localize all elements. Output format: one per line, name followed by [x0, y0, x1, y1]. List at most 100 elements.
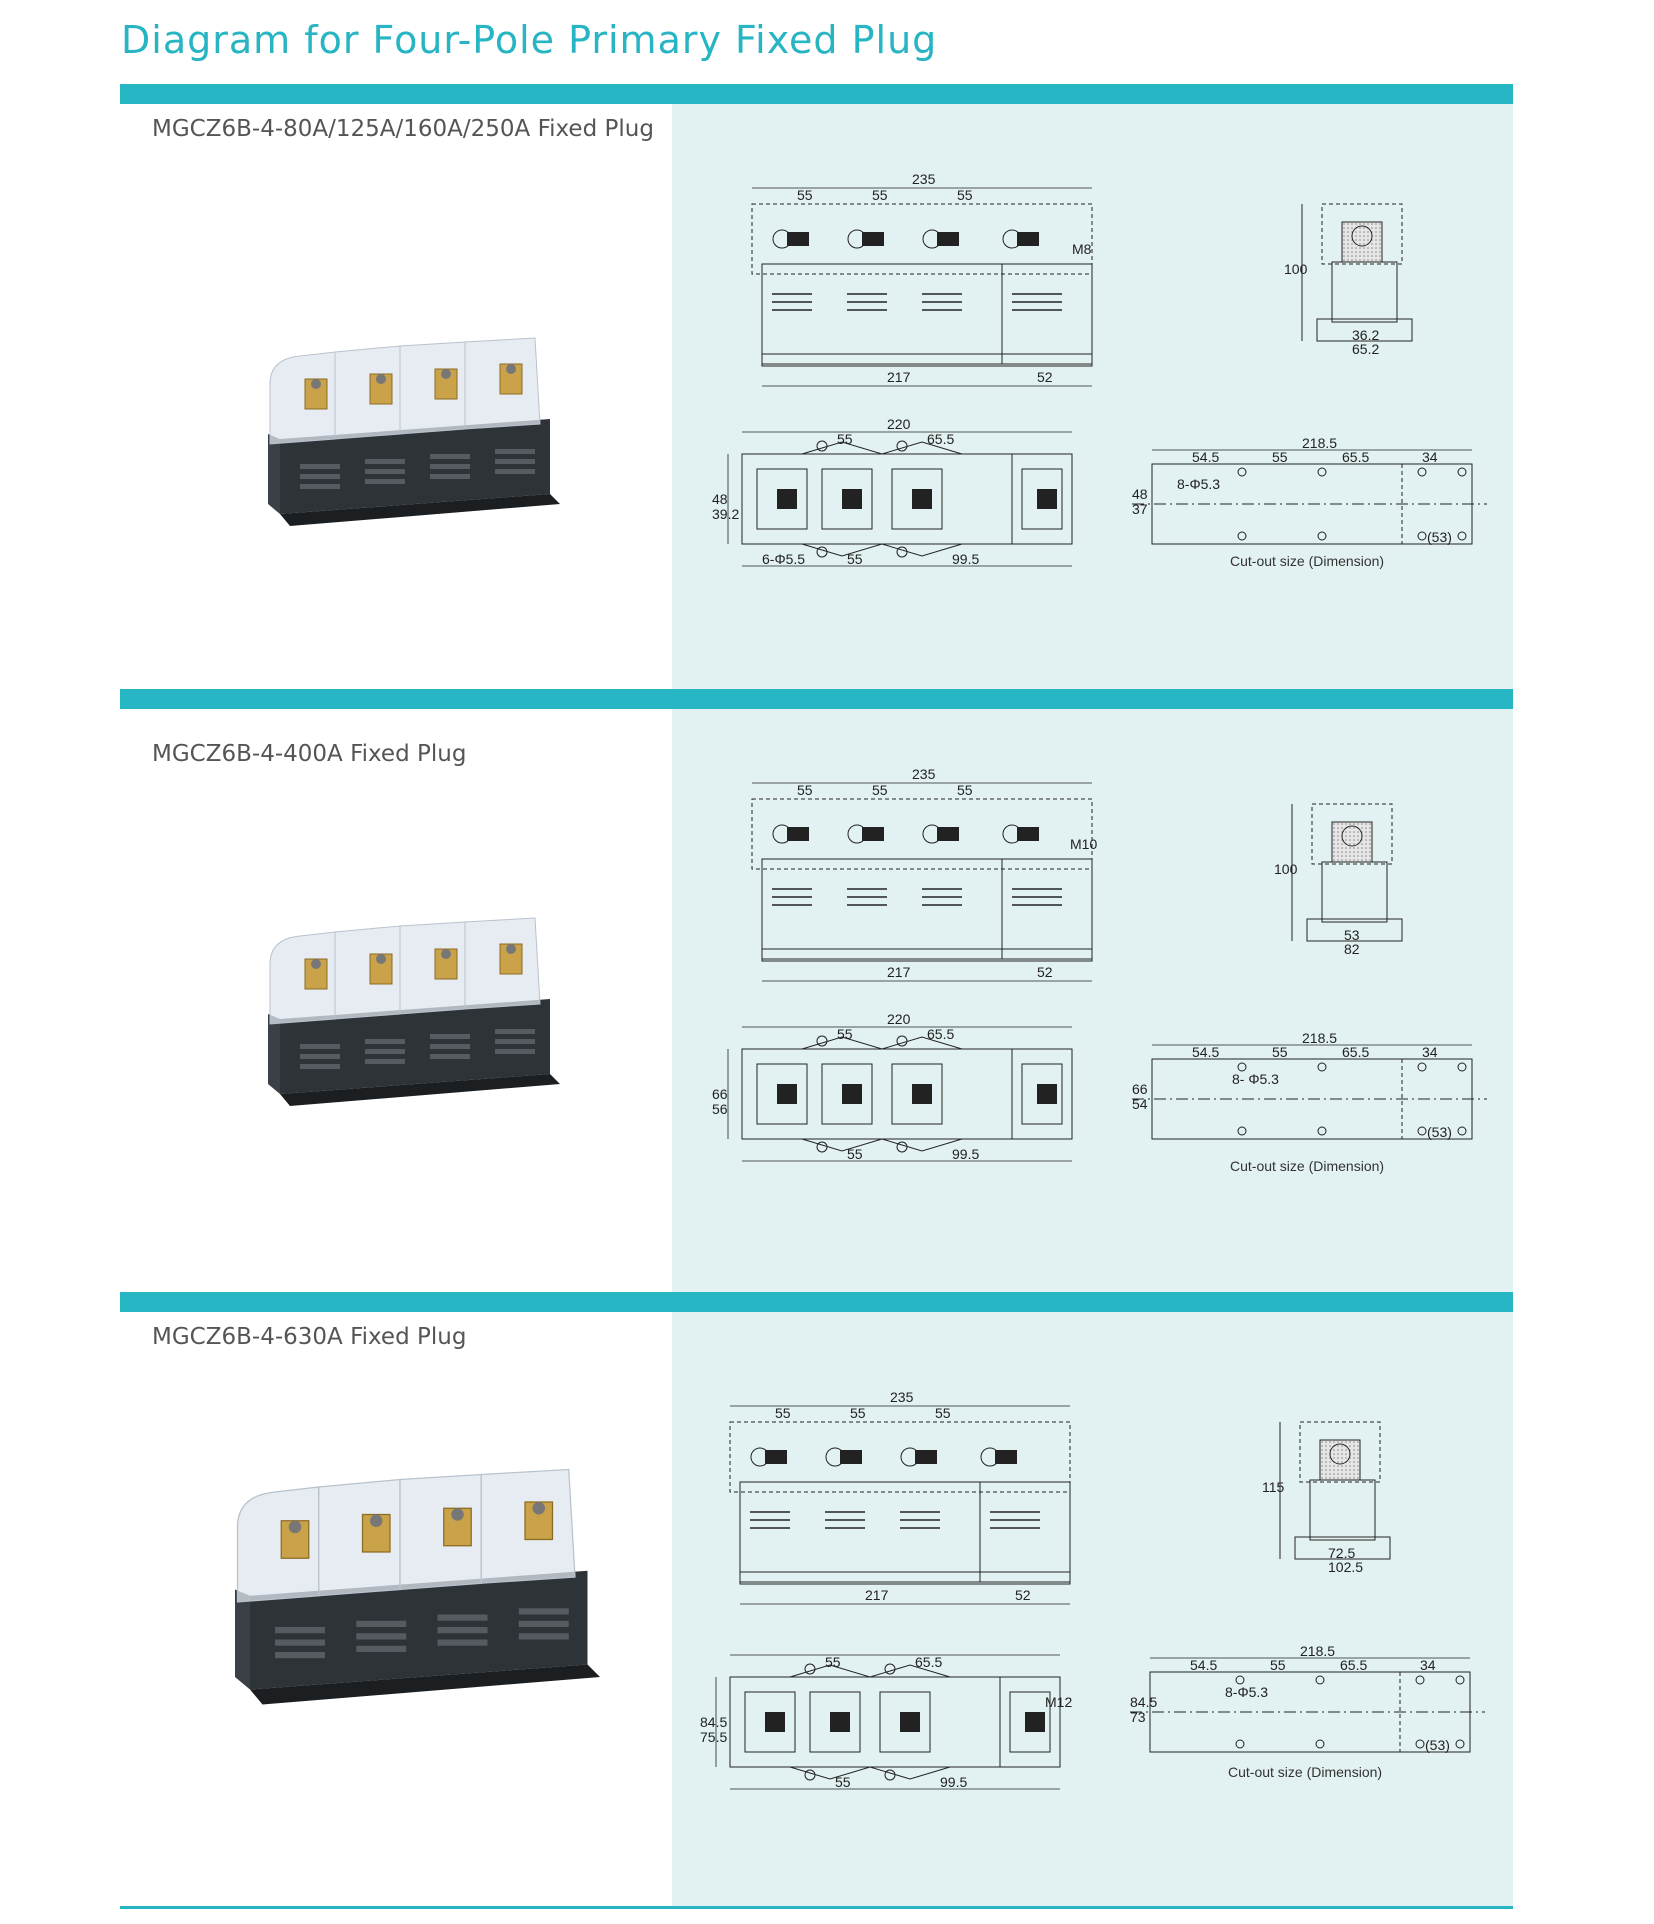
dim-h2: 54	[1132, 1096, 1148, 1112]
dim-total: 218.5	[1302, 1030, 1337, 1046]
dim-base: 217	[865, 1587, 889, 1603]
dim-ref: (53)	[1427, 1124, 1452, 1140]
dim-thread: M10	[1070, 836, 1097, 852]
dim-w1: 53	[1344, 927, 1360, 943]
section-band	[120, 84, 1513, 104]
cutout-view: 218.5 54.5 55 65.5 34 8-Φ5.3 84.5 73 (53…	[1129, 1643, 1486, 1780]
dim-d: 34	[1422, 1044, 1438, 1060]
dim-p1: 55	[797, 187, 813, 203]
dim-a: 54.5	[1192, 1044, 1219, 1060]
dim-thread: M8	[1072, 241, 1092, 257]
dim-base: 217	[887, 369, 911, 385]
dim-p2: 65.5	[927, 1026, 954, 1042]
front-view: 235 55 55 55 M8 217 52	[751, 171, 1093, 387]
dim-total: 235	[912, 766, 936, 782]
dim-b2: 99.5	[952, 551, 979, 567]
dim-p1: 55	[837, 431, 853, 447]
product-photo	[267, 337, 561, 527]
dim-total: 235	[890, 1389, 914, 1405]
dim-last: 52	[1037, 369, 1053, 385]
dim-w2: 102.5	[1328, 1559, 1363, 1575]
dimension-drawing: 235 55 55 55 M10 217 52 100 53 82 220 55…	[712, 766, 1488, 1174]
dim-p3: 55	[935, 1405, 951, 1421]
dim-c: 65.5	[1342, 449, 1369, 465]
dim-h1: 84.5	[700, 1714, 727, 1730]
dim-p2: 55	[872, 782, 888, 798]
dim-p1: 55	[837, 1026, 853, 1042]
dim-h2: 56	[712, 1101, 728, 1117]
dimension-drawing: 235 55 55 55 217 52 115 72.5 102.5 55 65…	[700, 1389, 1486, 1790]
dim-holes: M12	[1045, 1694, 1072, 1710]
dim-b1: 55	[835, 1774, 851, 1790]
dim-h2: 39.2	[712, 506, 739, 522]
dim-ref: (53)	[1425, 1737, 1450, 1753]
cutout-caption: Cut-out size (Dimension)	[1228, 1764, 1382, 1780]
dim-p3: 55	[957, 187, 973, 203]
front-view: 235 55 55 55 M10 217 52	[751, 766, 1097, 982]
dim-holes: 8-Φ5.3	[1225, 1684, 1268, 1700]
dim-b: 55	[1272, 449, 1288, 465]
bottom-rule	[120, 1906, 1513, 1909]
dim-p2: 65.5	[915, 1654, 942, 1670]
dim-h2: 75.5	[700, 1729, 727, 1745]
dim-a: 54.5	[1192, 449, 1219, 465]
model-name: MGCZ6B-4-630A Fixed Plug	[152, 1324, 467, 1350]
dim-w1: 36.2	[1352, 327, 1379, 343]
dim-w2: 65.2	[1352, 341, 1379, 357]
dim-h2: 73	[1130, 1709, 1146, 1725]
dim-h1: 84.5	[1130, 1694, 1157, 1710]
dim-b: 55	[1272, 1044, 1288, 1060]
model-name: MGCZ6B-4-80A/125A/160A/250A Fixed Plug	[152, 116, 654, 142]
dim-a: 54.5	[1190, 1657, 1217, 1673]
dim-w1: 72.5	[1328, 1545, 1355, 1561]
dim-h2: 37	[1132, 501, 1148, 517]
top-view: 55 65.5 M12 84.5 75.5 55 99.5	[700, 1654, 1072, 1790]
dim-b2: 99.5	[952, 1146, 979, 1162]
top-view: 220 55 65.5 48 39.2 6-Φ5.5 55 99.5	[712, 416, 1073, 567]
cutout-view: 218.5 54.5 55 65.5 34 8- Φ5.3 66 54 (53)…	[1131, 1030, 1488, 1174]
dim-last: 52	[1037, 964, 1053, 980]
dim-height: 100	[1284, 261, 1308, 277]
section-2: MGCZ6B-4-400A Fixed Plug 235 55 55 55 M1…	[120, 709, 1513, 1292]
dim-total: 235	[912, 171, 936, 187]
dim-b1: 55	[847, 551, 863, 567]
dim-p2: 55	[872, 187, 888, 203]
side-view: 100 36.2 65.2	[1284, 203, 1413, 357]
section-band	[120, 689, 1513, 709]
section-band	[120, 1292, 1513, 1312]
section-1: MGCZ6B-4-80A/125A/160A/250A Fixed Plug 2…	[120, 104, 1513, 689]
page-title: Diagram for Four-Pole Primary Fixed Plug	[121, 18, 938, 62]
dim-p2: 55	[850, 1405, 866, 1421]
dim-p1: 55	[825, 1654, 841, 1670]
dim-height: 100	[1274, 861, 1298, 877]
dim-total: 220	[887, 416, 911, 432]
dim-h1: 48	[1132, 486, 1148, 502]
dim-d: 34	[1422, 449, 1438, 465]
section-3: MGCZ6B-4-630A Fixed Plug 235 55 55 55 21…	[120, 1312, 1513, 1906]
dim-b: 55	[1270, 1657, 1286, 1673]
dim-c: 65.5	[1340, 1657, 1367, 1673]
cutout-caption: Cut-out size (Dimension)	[1230, 1158, 1384, 1174]
dim-holes: 8- Φ5.3	[1232, 1071, 1279, 1087]
dim-p3: 55	[957, 782, 973, 798]
dim-base: 217	[887, 964, 911, 980]
dim-c: 65.5	[1342, 1044, 1369, 1060]
dim-last: 52	[1015, 1587, 1031, 1603]
dim-w2: 82	[1344, 941, 1360, 957]
dim-holes: 6-Φ5.5	[762, 551, 805, 567]
dim-d: 34	[1420, 1657, 1436, 1673]
dim-p1: 55	[797, 782, 813, 798]
dimension-drawing: 235 55 55 55 M8 217 52 100 36.2 65.2 220…	[712, 171, 1488, 569]
cutout-view: 218.5 54.5 55 65.5 34 8-Φ5.3 48 37 (53) …	[1131, 435, 1488, 569]
cutout-caption: Cut-out size (Dimension)	[1230, 553, 1384, 569]
product-photo	[267, 917, 561, 1107]
dim-total: 218.5	[1302, 435, 1337, 451]
dim-ref: (53)	[1427, 529, 1452, 545]
top-view: 220 55 65.5 66 56 55 99.5	[712, 1011, 1073, 1162]
dim-h1: 66	[1132, 1081, 1148, 1097]
dim-p2: 65.5	[927, 431, 954, 447]
dim-p1: 55	[775, 1405, 791, 1421]
side-view: 115 72.5 102.5	[1262, 1421, 1391, 1575]
model-name: MGCZ6B-4-400A Fixed Plug	[152, 741, 467, 767]
dim-h1: 66	[712, 1086, 728, 1102]
